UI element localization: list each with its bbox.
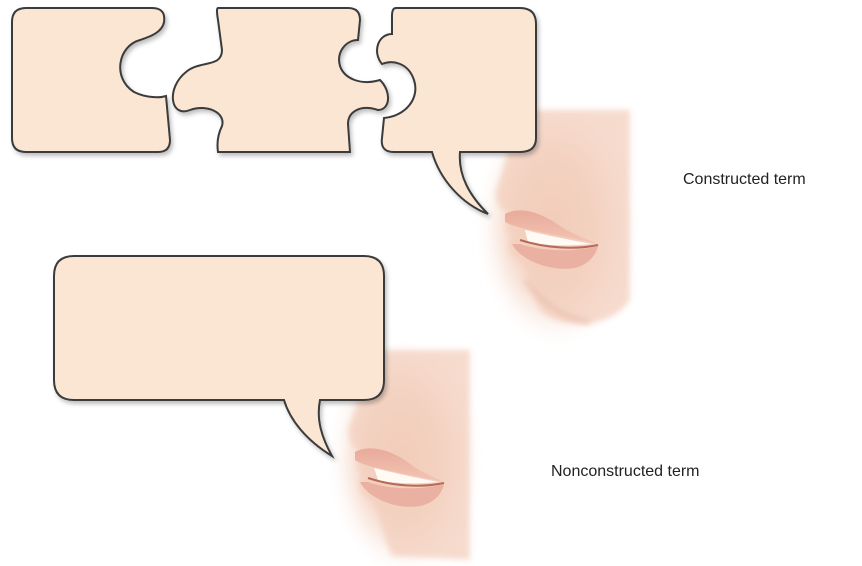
constructed-term-label: Constructed term xyxy=(683,171,806,189)
puzzle-piece-icon xyxy=(173,8,388,152)
puzzle-piece-icon xyxy=(12,8,170,152)
speech-bubble-icon xyxy=(54,256,384,456)
nonconstructed-term-label: Nonconstructed term xyxy=(551,463,700,481)
nonconstructed-term-figure xyxy=(54,256,474,564)
